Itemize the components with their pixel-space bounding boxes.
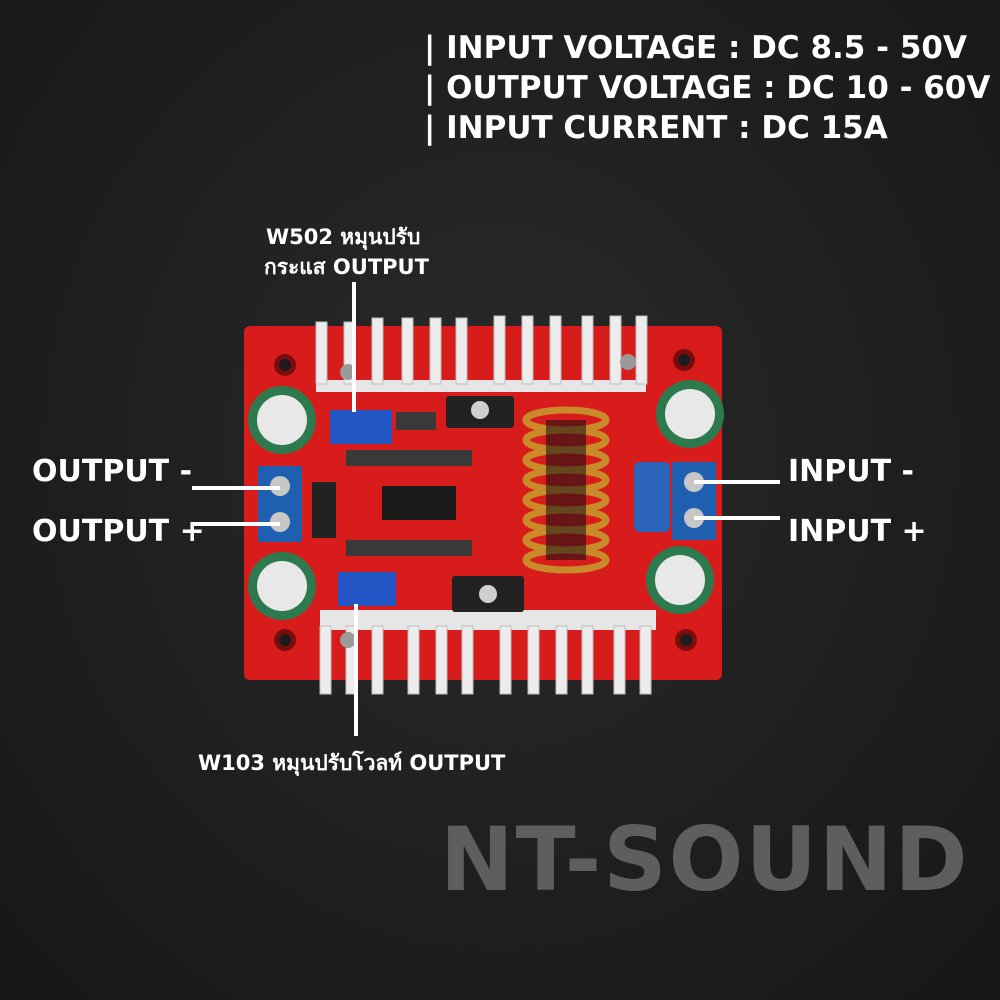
spec-input-voltage: | INPUT VOLTAGE : DC 8.5 - 50V (424, 30, 967, 66)
capacitor (656, 380, 724, 448)
input-plus-label: INPUT + (788, 514, 927, 549)
w502-callout-line1: W502 หมุนปรับ (266, 225, 421, 249)
pointer-lines (192, 282, 780, 736)
spec-output-voltage: | OUTPUT VOLTAGE : DC 10 - 60V (424, 70, 991, 106)
fuse (634, 462, 670, 532)
capacitor (248, 386, 316, 454)
output-minus-label: OUTPUT - (32, 454, 193, 489)
potentiometer-w103 (338, 572, 396, 606)
w103-callout: W103 หมุนปรับโวลท์ OUTPUT (198, 751, 506, 775)
spec-list: | INPUT VOLTAGE : DC 8.5 - 50V | OUTPUT … (424, 28, 990, 148)
input-minus-label: INPUT - (788, 454, 914, 489)
spec-input-current: | INPUT CURRENT : DC 15A (424, 110, 888, 146)
output-terminal (258, 466, 302, 542)
capacitor (646, 546, 714, 614)
shunt-resistor (312, 482, 336, 538)
brand-watermark: NT-SOUND (440, 808, 970, 911)
bottom-heatsink (319, 610, 656, 695)
w502-callout-line2: กระแส OUTPUT (264, 255, 429, 279)
ic-chip (382, 486, 456, 520)
capacitor (248, 552, 316, 620)
output-plus-label: OUTPUT + (32, 514, 205, 549)
potentiometer-w502 (330, 410, 392, 444)
top-heatsink (315, 315, 648, 392)
input-terminal (672, 462, 716, 540)
